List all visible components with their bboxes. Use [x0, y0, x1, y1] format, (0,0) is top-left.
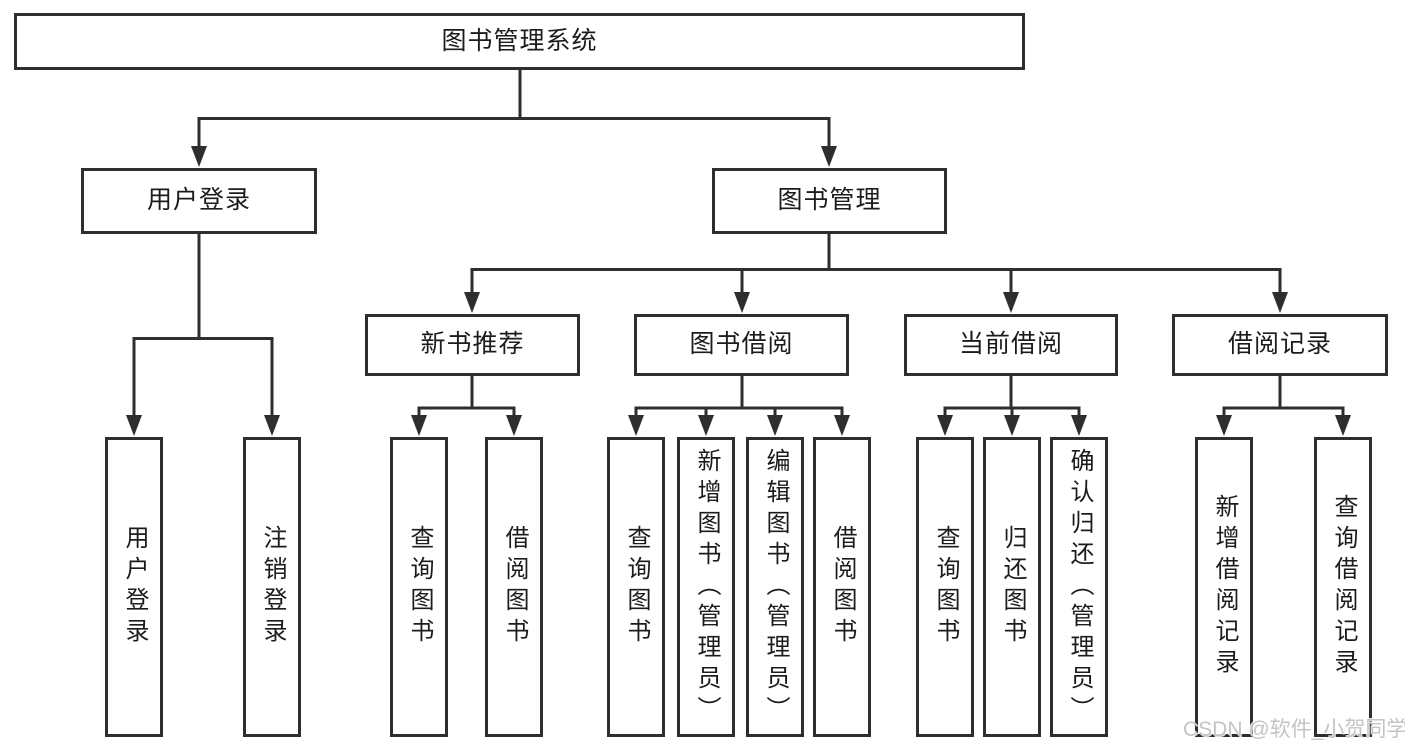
arrowhead-nb-borrow: [506, 415, 522, 436]
arrowhead-leaf-logout: [264, 415, 280, 436]
node-leaf-logout: 注销登录: [243, 437, 301, 737]
node-leaf-cb-query-book: 查询图书: [916, 437, 974, 737]
node-leaf-br-add-record: 新增借阅记录: [1195, 437, 1253, 737]
arrowhead-cb-return: [1004, 415, 1020, 436]
arrowhead-bb-borrow: [834, 415, 850, 436]
node-label: 查询图书: [406, 525, 433, 649]
node-label: 借阅记录: [1227, 330, 1332, 359]
arrowhead-new-book: [464, 292, 480, 313]
connector-book-management-branch: [470, 268, 1282, 296]
node-label: 新书推荐: [420, 330, 525, 359]
arrowhead-current-borrow: [1003, 292, 1019, 313]
node-leaf-br-query-record: 查询借阅记录: [1314, 437, 1372, 737]
node-book-management: 图书管理: [712, 168, 947, 234]
arrowhead-bb-edit: [767, 415, 783, 436]
arrowhead-borrow-record: [1272, 292, 1288, 313]
arrowhead-br-query: [1335, 415, 1351, 436]
node-current-borrow: 当前借阅: [904, 314, 1118, 376]
node-book-borrow: 图书借阅: [634, 314, 849, 376]
node-label: 查询图书: [932, 525, 959, 649]
node-leaf-bb-edit-book-admin: 编辑图书（管理员）: [746, 437, 804, 737]
arrowhead-user-login: [191, 146, 207, 167]
node-label: 图书管理: [777, 186, 882, 215]
node-leaf-cb-confirm-return-admin: 确认归还（管理员）: [1050, 437, 1108, 737]
node-leaf-bb-add-book-admin: 新增图书（管理员）: [677, 437, 735, 737]
connector-book-borrow-branch: [634, 406, 844, 424]
node-label: 图书管理系统: [441, 26, 598, 55]
node-label: 查询图书: [623, 525, 650, 649]
arrowhead-br-add: [1216, 415, 1232, 436]
arrowhead-nb-query: [411, 415, 427, 436]
node-label: 新增借阅记录: [1211, 494, 1238, 680]
node-label: 用户登录: [121, 525, 148, 649]
node-label: 注销登录: [259, 525, 286, 649]
csdn-watermark: CSDN @软件_小贺同学: [1183, 718, 1405, 741]
node-label: 图书借阅: [689, 330, 794, 359]
node-label: 新增图书（管理员）: [693, 447, 720, 727]
arrowhead-bb-query: [628, 415, 644, 436]
node-leaf-nb-query-book: 查询图书: [390, 437, 448, 737]
node-borrow-record: 借阅记录: [1172, 314, 1388, 376]
node-leaf-cb-return-book: 归还图书: [983, 437, 1041, 737]
node-label: 用户登录: [146, 186, 251, 215]
node-label: 编辑图书（管理员）: [762, 447, 789, 727]
node-leaf-bb-query-book: 查询图书: [607, 437, 665, 737]
arrowhead-bb-add: [698, 415, 714, 436]
arrowhead-cb-confirm: [1071, 415, 1087, 436]
node-leaf-bb-borrow-book: 借阅图书: [813, 437, 871, 737]
connector-user-login-branch: [132, 337, 274, 424]
arrowhead-book-management: [821, 146, 837, 167]
node-new-book-recommend: 新书推荐: [365, 314, 580, 376]
node-leaf-nb-borrow-book: 借阅图书: [485, 437, 543, 737]
arrowhead-leaf-user-login: [126, 415, 142, 436]
node-label: 确认归还（管理员）: [1066, 447, 1093, 727]
connector-borrow-record-branch: [1222, 406, 1345, 424]
node-label: 当前借阅: [958, 330, 1063, 359]
node-root-system: 图书管理系统: [14, 13, 1025, 70]
arrowhead-cb-query: [937, 415, 953, 436]
node-leaf-user-login: 用户登录: [105, 437, 163, 737]
connector-root-branch: [197, 117, 831, 153]
node-label: 查询借阅记录: [1330, 494, 1357, 680]
connector-new-book-branch: [417, 406, 516, 424]
node-label: 归还图书: [999, 525, 1026, 649]
arrowhead-book-borrow: [734, 292, 750, 313]
node-label: 借阅图书: [829, 525, 856, 649]
node-label: 借阅图书: [501, 525, 528, 649]
node-user-login: 用户登录: [81, 168, 317, 234]
